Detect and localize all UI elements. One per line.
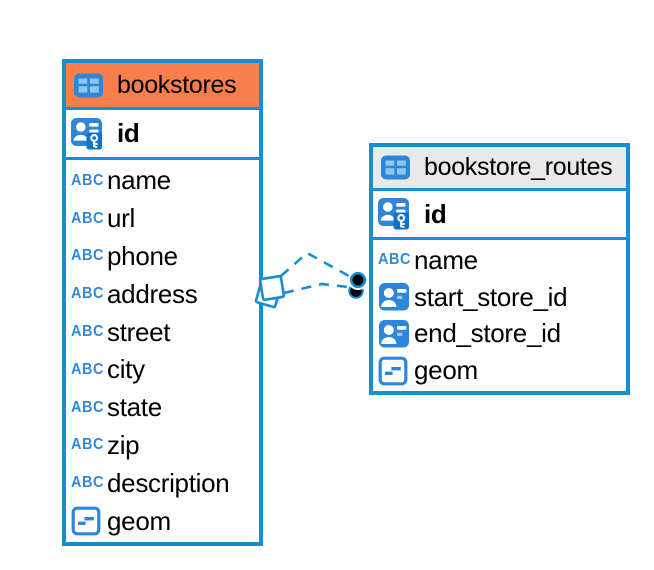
column-name: zip bbox=[107, 429, 140, 460]
bookstores-column-id[interactable]: id bbox=[66, 110, 259, 160]
text-type-icon: ABC bbox=[71, 399, 104, 417]
column-name: name bbox=[414, 244, 478, 275]
bookstores-field-list: ABC name ABC url ABC phone ABC address A… bbox=[66, 160, 259, 542]
text-type-icon: ABC bbox=[71, 248, 104, 265]
column-name: id bbox=[424, 198, 447, 229]
text-type-icon: ABC bbox=[71, 437, 104, 454]
column-name: city bbox=[107, 354, 145, 385]
text-type-icon: ABC bbox=[71, 210, 104, 228]
bookstores-column-zip[interactable]: ABC zip bbox=[66, 427, 259, 465]
foreign-key-icon bbox=[379, 283, 409, 311]
routes-field-list: ABC name start_store_id bbox=[373, 240, 626, 391]
text-type-icon: ABC bbox=[71, 172, 104, 190]
text-type-icon: ABC bbox=[71, 323, 104, 341]
routes-column-start-store-id[interactable]: start_store_id bbox=[373, 279, 626, 316]
bookstores-column-address[interactable]: ABC address bbox=[66, 275, 259, 313]
routes-column-id[interactable]: id bbox=[373, 191, 626, 240]
geometry-type-icon bbox=[71, 506, 101, 536]
column-name: geom bbox=[107, 505, 171, 536]
table-bookstores[interactable]: bookstores id A bbox=[62, 59, 263, 546]
text-type-icon: ABC bbox=[71, 361, 104, 379]
column-name: end_store_id bbox=[414, 318, 561, 349]
column-name: street bbox=[107, 316, 171, 347]
bookstores-column-street[interactable]: ABC street bbox=[66, 313, 259, 351]
endpoint-dot-marker[interactable] bbox=[348, 270, 368, 299]
relationship-lines[interactable] bbox=[280, 251, 350, 295]
column-name: url bbox=[107, 203, 135, 234]
primary-key-icon bbox=[378, 198, 409, 230]
relationship-line-lower[interactable] bbox=[283, 282, 349, 295]
routes-column-geom[interactable]: geom bbox=[373, 352, 626, 389]
column-name: phone bbox=[107, 240, 178, 271]
text-type-icon: ABC bbox=[378, 251, 411, 269]
bookstores-column-state[interactable]: ABC state bbox=[66, 389, 259, 427]
foreign-key-icon bbox=[379, 319, 409, 348]
column-name: address bbox=[107, 278, 198, 309]
bookstores-column-geom[interactable]: geom bbox=[66, 502, 259, 540]
bookstores-column-phone[interactable]: ABC phone bbox=[66, 238, 259, 276]
table-bookstore-routes[interactable]: bookstore_routes id bbox=[369, 143, 630, 395]
column-name: name bbox=[107, 165, 171, 196]
geometry-type-icon bbox=[378, 356, 408, 386]
table-title: bookstore_routes bbox=[424, 153, 613, 181]
column-name: id bbox=[117, 118, 140, 148]
column-name: start_store_id bbox=[414, 281, 568, 312]
routes-column-name[interactable]: ABC name bbox=[373, 242, 626, 279]
column-name: geom bbox=[414, 355, 478, 386]
bookstores-column-description[interactable]: ABC description bbox=[66, 464, 259, 502]
table-icon bbox=[74, 73, 103, 97]
primary-key-icon bbox=[71, 117, 102, 149]
column-name: state bbox=[107, 392, 162, 423]
table-title: bookstores bbox=[117, 70, 237, 99]
column-name: description bbox=[107, 467, 230, 498]
table-bookstore-routes-header[interactable]: bookstore_routes bbox=[373, 147, 626, 191]
text-type-icon: ABC bbox=[71, 474, 104, 492]
text-type-icon: ABC bbox=[71, 285, 104, 303]
bookstores-column-name[interactable]: ABC name bbox=[66, 162, 259, 200]
table-icon bbox=[381, 155, 410, 180]
bookstores-column-city[interactable]: ABC city bbox=[66, 351, 259, 389]
relationship-line-upper[interactable] bbox=[280, 251, 350, 278]
bookstores-column-url[interactable]: ABC url bbox=[66, 200, 259, 238]
routes-column-end-store-id[interactable]: end_store_id bbox=[373, 316, 626, 353]
table-bookstores-header[interactable]: bookstores bbox=[66, 63, 259, 110]
